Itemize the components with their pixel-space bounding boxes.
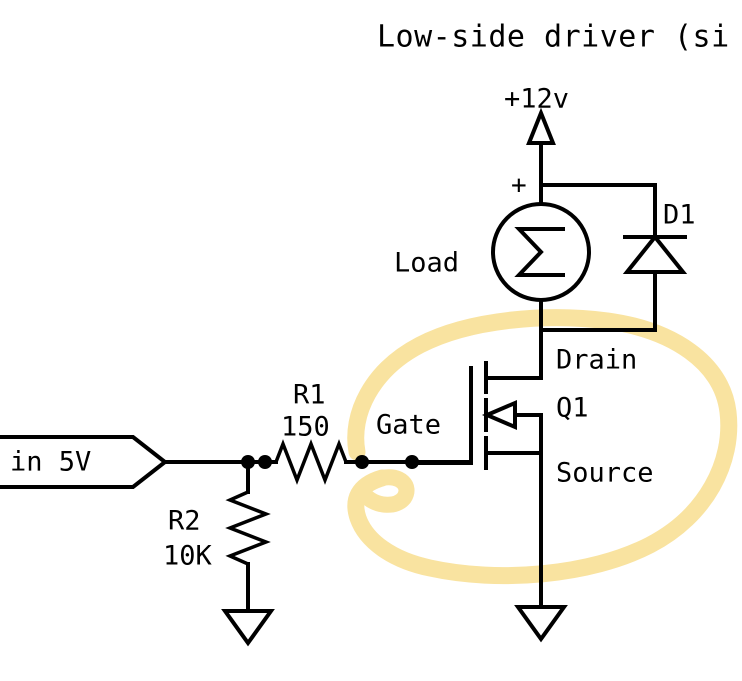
mosfet-body-arrow-icon bbox=[481, 399, 517, 431]
ground-source bbox=[514, 605, 568, 643]
r1-name-label: R1 bbox=[293, 380, 326, 411]
supply-net-12v: +12v bbox=[504, 84, 657, 206]
source-label: Source bbox=[556, 458, 654, 489]
transistor-label: Q1 bbox=[556, 393, 589, 424]
junction-dot bbox=[355, 455, 369, 469]
input-pin-label: in 5V bbox=[10, 447, 91, 478]
ground-r2 bbox=[221, 609, 275, 647]
component-r1: R1 150 bbox=[246, 380, 473, 485]
r1-value-label: 150 bbox=[281, 412, 330, 443]
component-d1: D1 bbox=[539, 183, 696, 332]
highlighter-annotation-q1 bbox=[347, 309, 738, 585]
junction-dot bbox=[258, 455, 272, 469]
input-tag-shape-icon bbox=[0, 435, 169, 489]
r2-zigzag-icon bbox=[225, 490, 271, 566]
component-r2: R2 10K bbox=[163, 460, 271, 613]
ground-symbol-icon bbox=[221, 609, 275, 647]
load-sigma-icon bbox=[514, 227, 565, 277]
drain-label: Drain bbox=[556, 345, 637, 376]
junction-dots bbox=[241, 455, 419, 469]
ground-symbol-icon bbox=[514, 605, 568, 643]
component-load: + Load bbox=[394, 171, 591, 332]
junction-dot bbox=[405, 455, 419, 469]
diode-triangle-icon bbox=[622, 233, 688, 274]
input-pin-tag: in 5V bbox=[0, 435, 250, 489]
supply-arrow-icon bbox=[526, 107, 556, 145]
r2-value-label: 10K bbox=[163, 541, 213, 572]
r2-name-label: R2 bbox=[168, 506, 201, 537]
supply-label: +12v bbox=[504, 84, 569, 115]
load-label: Load bbox=[394, 248, 459, 279]
diode-label: D1 bbox=[663, 200, 696, 231]
junction-dot bbox=[241, 455, 255, 469]
gate-label: Gate bbox=[376, 410, 441, 441]
load-plus-label: + bbox=[511, 171, 527, 201]
schematic-title: Low-side driver (si bbox=[377, 20, 730, 55]
r1-zigzag-icon bbox=[274, 439, 348, 485]
